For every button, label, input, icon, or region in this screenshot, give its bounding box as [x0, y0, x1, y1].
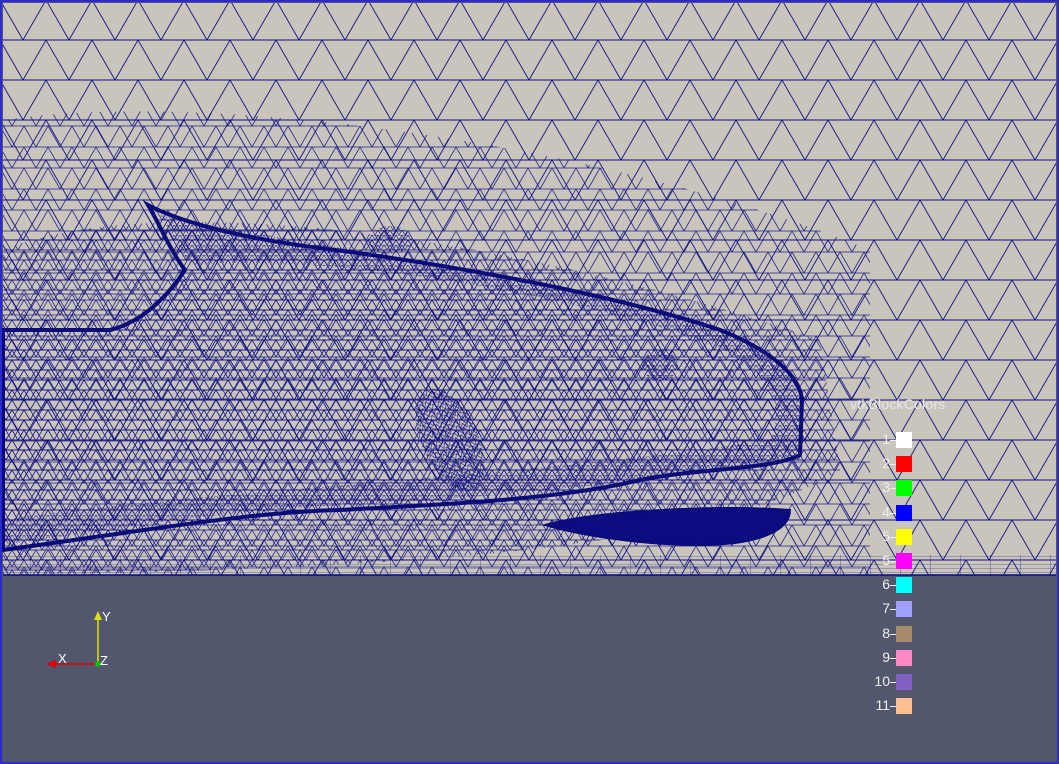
legend-tick: [890, 536, 898, 538]
legend-tick: [890, 609, 898, 611]
legend-entry-label: 7: [882, 600, 890, 617]
legend-entry-label: 5: [882, 527, 890, 544]
wall-boundary-layer: [3, 555, 1056, 575]
legend-entry-label: 6: [882, 576, 890, 593]
legend-swatch: [896, 504, 912, 521]
legend-tick: [890, 585, 898, 587]
legend-entry-label: 9: [882, 648, 890, 665]
legend-swatch: [896, 456, 912, 473]
legend-swatch: [896, 432, 912, 448]
legend-swatch: [896, 528, 912, 545]
legend-entry: 6: [852, 575, 922, 595]
legend-tick: [890, 440, 898, 441]
legend-tick: [890, 682, 898, 683]
legend-entry: 10: [852, 672, 922, 692]
legend-tick: [890, 512, 898, 514]
legend-entry: 5: [852, 527, 922, 547]
y-axis-label: Y: [102, 609, 111, 624]
legend-tick: [890, 633, 898, 635]
legend-swatch: [896, 625, 912, 642]
legend-swatch: [896, 649, 912, 666]
legend-entry: 3: [852, 478, 922, 498]
legend-title: vtkBlockColors: [850, 396, 946, 412]
legend-entry-label: 8: [882, 624, 890, 641]
legend-tick: [890, 488, 898, 490]
legend-entry-label: 2: [882, 455, 890, 472]
refinement-spot: [415, 388, 485, 492]
legend-entry-label: 1: [882, 431, 890, 447]
legend-swatch: [896, 601, 912, 618]
legend-tick: [890, 561, 898, 562]
legend-tick: [890, 657, 898, 659]
refinement-spot: [642, 349, 678, 381]
orientation-axes: [46, 611, 102, 668]
legend-swatch: [896, 674, 912, 690]
hull-shading: [3, 215, 800, 545]
legend-swatch: [896, 553, 912, 569]
legend-entry-label: 5: [882, 552, 890, 568]
legend-entry: 8: [852, 624, 922, 644]
legend-entry: 11: [852, 696, 922, 716]
legend-entry: 7: [852, 599, 922, 619]
legend-entry: 2: [852, 454, 922, 474]
legend-entry-label: 4: [882, 503, 890, 520]
z-axis-label: Z: [100, 653, 108, 668]
x-axis-arrow: [46, 660, 56, 668]
legend-tick: [890, 464, 898, 466]
legend-entry-label: 10: [874, 673, 890, 689]
legend-swatch: [896, 577, 912, 594]
legend-tick: [890, 706, 898, 708]
legend-entry-label: 3: [882, 479, 890, 496]
z-axis-point: [95, 661, 101, 667]
legend-entry: 9: [852, 648, 922, 668]
legend-swatch: [896, 698, 912, 715]
legend-entry-label: 11: [875, 697, 890, 714]
legend-entry: 4: [852, 503, 922, 523]
x-axis-label: X: [58, 651, 67, 666]
legend-swatch: [896, 480, 912, 497]
legend-entry: 1: [852, 430, 922, 450]
refinement-spot: [368, 226, 412, 254]
legend-entry: 5: [852, 551, 922, 571]
y-axis-arrow: [94, 611, 102, 620]
foil: [541, 507, 792, 547]
